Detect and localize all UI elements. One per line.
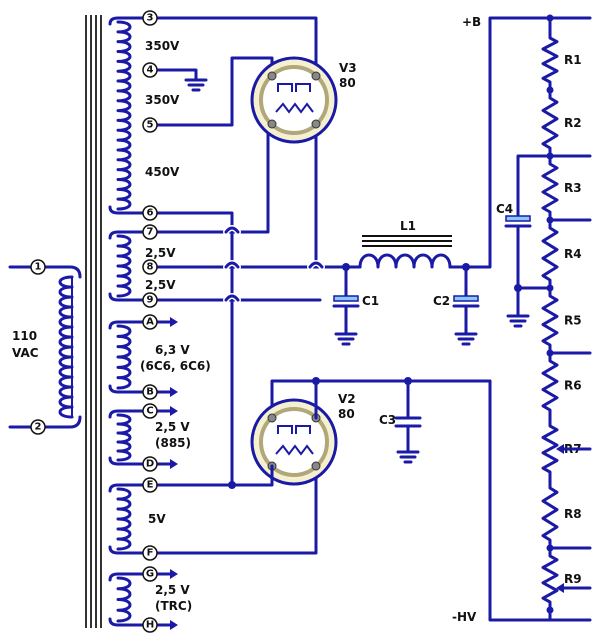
pin-g: G	[142, 566, 158, 582]
resistor-r9: R9	[541, 546, 582, 612]
capacitor-c1	[332, 265, 360, 346]
coil-cd	[116, 413, 132, 462]
resistor-r2: R2	[541, 88, 582, 158]
aux-wiring	[154, 317, 318, 630]
svg-text:4: 4	[147, 65, 154, 76]
pin-6: 6	[142, 205, 158, 221]
pin-1-label: 1	[35, 262, 42, 273]
svg-text:H: H	[146, 620, 154, 631]
resistor-r6: R6	[541, 351, 582, 420]
pin-e: E	[142, 477, 158, 493]
l1-ref: L1	[400, 219, 416, 233]
svg-text:5: 5	[147, 120, 154, 131]
resistor-label-r3: R3	[564, 181, 582, 195]
resistor-label-r1: R1	[564, 53, 582, 67]
inductor-l1	[358, 235, 452, 269]
resistor-label-r9: R9	[564, 572, 582, 586]
svg-text:A: A	[146, 317, 154, 328]
hv-secondary-coil	[116, 20, 132, 211]
resistor-r5: R5	[541, 286, 582, 355]
label-350v-a: 350V	[145, 39, 180, 53]
svg-text:F: F	[147, 548, 154, 559]
resistor-label-r5: R5	[564, 314, 582, 328]
pin-b: B	[142, 384, 158, 400]
label-ab-1: 6,3 V	[155, 343, 190, 357]
c2-ref: C2	[433, 294, 450, 308]
tube-v2	[228, 377, 492, 489]
capacitor-c2	[452, 265, 480, 346]
aux-pins: A B C D E F G H	[142, 314, 158, 633]
filament-coil-v3	[116, 234, 132, 298]
tube-v3	[250, 56, 338, 144]
transformer-core	[85, 15, 102, 628]
label-25v-a: 2,5V	[145, 246, 176, 260]
label-450v: 450V	[145, 165, 180, 179]
capacitor-c4	[504, 154, 552, 328]
resistor-r3: R3	[541, 154, 582, 222]
svg-text:G: G	[146, 569, 154, 580]
primary-winding	[8, 265, 82, 429]
minus-hv-line	[488, 379, 592, 622]
wire-crossings	[223, 225, 325, 303]
c3-ref: C3	[379, 413, 396, 427]
minus-hv-label: -HV	[452, 610, 477, 624]
pin-c: C	[142, 403, 158, 419]
pin-h: H	[142, 617, 158, 633]
resistor-label-r2: R2	[564, 116, 582, 130]
pin-4: 4	[142, 62, 158, 78]
c4-ref: C4	[496, 202, 513, 216]
pin-d: D	[142, 456, 158, 472]
secondary-windings	[108, 16, 145, 627]
svg-text:E: E	[147, 480, 154, 491]
label-25v-b: 2,5V	[145, 278, 176, 292]
pin-5: 5	[142, 117, 158, 133]
c1-ref: C1	[362, 294, 379, 308]
label-cd-2: (885)	[155, 436, 191, 450]
pin-a: A	[142, 314, 158, 330]
v3-ref: V3	[339, 61, 357, 75]
resistor-r4: R4	[541, 218, 582, 290]
pin-7: 7	[142, 224, 158, 240]
v2-ref: V2	[338, 392, 356, 406]
label-350v-b: 350V	[145, 93, 180, 107]
svg-text:7: 7	[147, 227, 154, 238]
primary-voltage-line2: VAC	[12, 346, 39, 360]
label-gh-2: (TRC)	[155, 599, 192, 613]
svg-text:B: B	[146, 387, 154, 398]
resistor-label-r4: R4	[564, 247, 582, 261]
resistor-label-r6: R6	[564, 379, 582, 393]
capacitor-c3	[394, 379, 422, 464]
secondary-pins: 3 4 5 6 7 8 9	[142, 10, 158, 308]
pin-9: 9	[142, 292, 158, 308]
primary-voltage-line1: 110	[12, 329, 37, 343]
pin-2-label: 2	[35, 422, 42, 433]
resistor-r8: R8	[541, 478, 582, 550]
v2-type: 80	[338, 407, 355, 421]
primary-coil	[58, 275, 74, 419]
svg-text:C: C	[146, 406, 153, 417]
coil-ef	[116, 487, 132, 551]
svg-text:8: 8	[147, 262, 154, 273]
pin-1: 1	[30, 259, 46, 275]
coil-ab	[116, 324, 132, 390]
plus-b-label: +B	[462, 15, 481, 29]
label-gh-1: 2,5 V	[155, 583, 190, 597]
svg-text:3: 3	[147, 13, 154, 24]
pin-2: 2	[30, 419, 46, 435]
svg-text:6: 6	[147, 208, 154, 219]
coil-gh	[116, 576, 132, 623]
pin-8: 8	[142, 259, 158, 275]
pin-f: F	[142, 545, 158, 561]
label-cd-1: 2,5 V	[155, 420, 190, 434]
label-ef: 5V	[148, 512, 166, 526]
resistor-r1: R1	[541, 28, 582, 92]
v3-type: 80	[339, 76, 356, 90]
svg-text:9: 9	[147, 295, 154, 306]
svg-text:D: D	[146, 459, 154, 470]
resistor-label-r8: R8	[564, 507, 582, 521]
label-ab-2: (6C6, 6C6)	[140, 359, 211, 373]
pin-3: 3	[142, 10, 158, 26]
